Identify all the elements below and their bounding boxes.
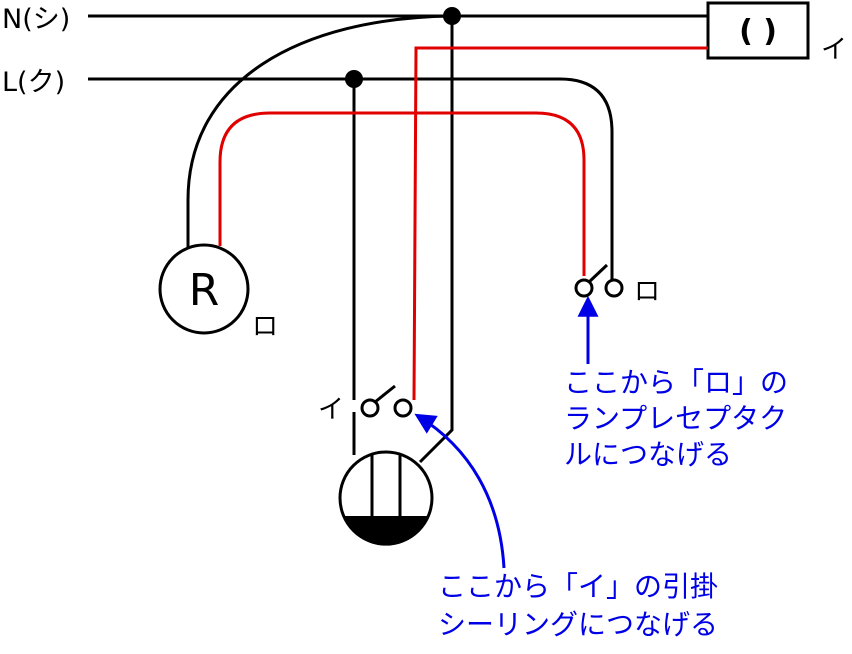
annotation-ro-line1: ここから「ロ」の (564, 366, 788, 399)
switch-right-lever (587, 263, 609, 284)
annotation-ro-line2: ランプレセプタク (564, 402, 787, 435)
receptacle-label: ロ (252, 312, 278, 342)
switch-left-lever (374, 384, 396, 404)
annotation-i-line2: シーリングにつなげる (438, 608, 718, 641)
switch-right-label: ロ (634, 277, 660, 307)
live-to-switch-right-wire (354, 77, 614, 284)
neutral-to-ceiling-wire (418, 16, 454, 464)
live-junction-dot (345, 70, 363, 88)
fixture-box (706, 1, 810, 60)
switch-left-return-wire (412, 46, 708, 401)
switch-right-return-wire (218, 111, 586, 276)
annotation-ro-line3: ルにつなげる (564, 438, 732, 471)
annotation-i-line1: ここから「イ」の引掛 (438, 570, 718, 603)
switch-left-label: イ (318, 395, 344, 425)
receptacle-circle (158, 243, 250, 335)
neutral-junction-dot (443, 7, 461, 25)
arrow-to-switch-i (414, 413, 506, 569)
neutral-to-receptacle-wire (186, 14, 453, 248)
live-label: L(ク) (2, 67, 65, 98)
fixture-label: イ (821, 35, 847, 65)
neutral-label: N(シ) (2, 4, 70, 35)
switch-right-right-terminal (604, 278, 624, 298)
switch-left-left-terminal (360, 398, 380, 418)
fixture-box-label: ( ) (739, 14, 777, 49)
ceiling-fixture-symbol (338, 450, 434, 546)
switch-left-right-terminal (393, 398, 413, 418)
receptacle-symbol-label: R (189, 265, 220, 316)
